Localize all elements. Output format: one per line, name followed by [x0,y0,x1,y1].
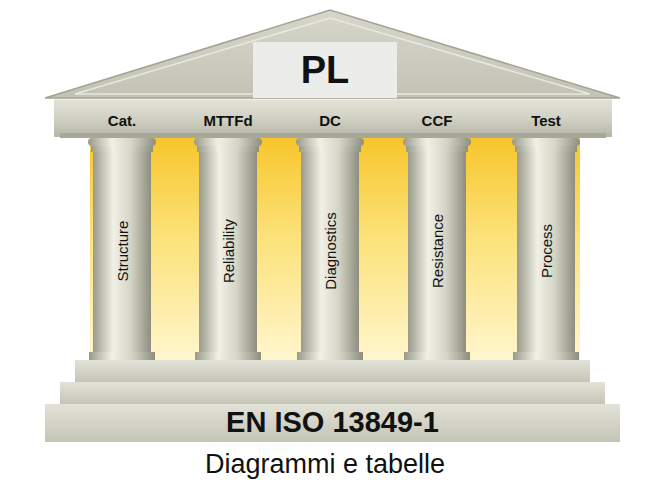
diagram-caption: Diagrammi e tabelle [205,449,445,480]
text-slot: Cat. [66,109,178,131]
text-slot: Process [517,154,575,348]
column-neck [197,146,259,152]
temple-column: TestProcess [512,138,580,360]
caption-holder: Diagrammi e tabelle [0,446,650,482]
pillar-label: Process [538,224,555,278]
entablature [54,97,612,137]
column-neck [299,146,361,152]
pediment-title: PL [301,49,350,92]
column-shaft [199,152,257,352]
pillar-label: Structure [114,221,131,282]
standard-label: EN ISO 13849-1 [226,406,439,439]
text-slot: Resistance [408,154,466,348]
parameter-label: Test [531,112,561,129]
column-foot [404,352,470,360]
column-foot [513,352,579,360]
column-capital [194,138,262,146]
temple-column: MTTFdReliability [194,138,262,360]
parameter-label: Cat. [108,112,136,129]
light-background [90,136,580,362]
text-slot: MTTFd [172,109,284,131]
temple-column: DCDiagnostics [296,138,364,360]
text-slot: Diagnostics [301,154,359,348]
text-slot: DC [274,109,386,131]
parameter-label: CCF [422,112,453,129]
text-slot: PL [253,42,397,98]
temple-base: EN ISO 13849-1 [45,358,620,442]
column-shaft [301,152,359,352]
text-slot: EN ISO 13849-1 [45,402,620,442]
column-neck [406,146,468,152]
column-capital [403,138,471,146]
column-capital [512,138,580,146]
column-capital [88,138,156,146]
column-shaft [408,152,466,352]
text-slot: Test [490,109,602,131]
pillar-label: Diagnostics [322,212,339,290]
column-shaft [93,152,151,352]
column-neck [91,146,153,152]
pediment-roof: PL [45,10,620,98]
temple-column: Cat.Structure [88,138,156,360]
pillar-label: Reliability [220,219,237,283]
pillar-label: Resistance [429,214,446,288]
title-panel [253,42,397,98]
column-capital [296,138,364,146]
text-slot: CCF [381,109,493,131]
column-foot [195,352,261,360]
entablature-molding [60,133,606,138]
column-foot [89,352,155,360]
parameter-label: MTTFd [203,112,252,129]
column-neck [515,146,577,152]
text-slot: Structure [93,154,151,348]
column-foot [297,352,363,360]
middle-step [60,382,605,404]
temple-column: CCFResistance [403,138,471,360]
parameter-label: DC [319,112,341,129]
upper-step [75,360,590,382]
column-shaft [517,152,575,352]
lower-step [45,404,620,442]
text-slot: Reliability [199,154,257,348]
roof-triangle [45,10,620,98]
roof-inner-edge [75,18,590,94]
